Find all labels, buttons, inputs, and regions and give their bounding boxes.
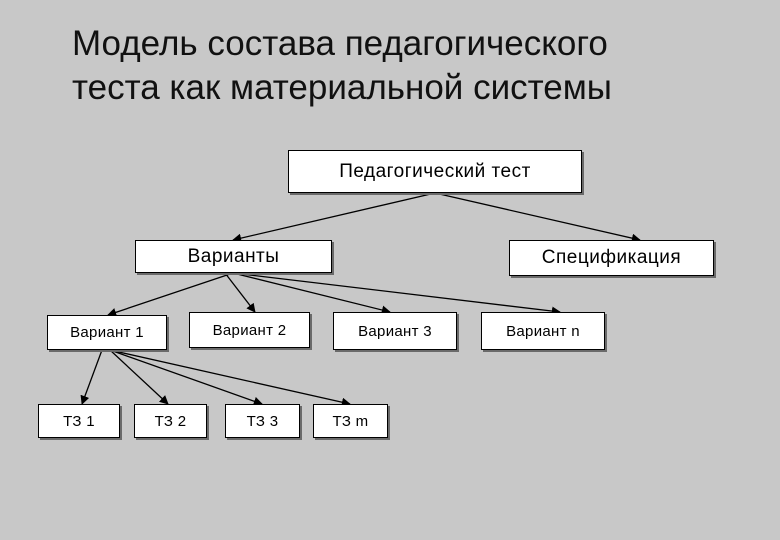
node-variant-2-label: Вариант 2 (212, 321, 287, 339)
arrow-variants-to-v1 (107, 272, 234, 317)
node-variant-3: Вариант 3 (333, 312, 457, 350)
node-task-m-label: ТЗ m (332, 412, 369, 430)
node-task-3-label: ТЗ 3 (246, 412, 279, 430)
arrow-variants-to-v2 (224, 272, 256, 313)
node-task-2: ТЗ 2 (134, 404, 207, 438)
arrow-v1-to-t2 (109, 349, 169, 405)
node-pedagogical-test-label: Педагогический тест (339, 160, 531, 182)
node-variant-2: Вариант 2 (189, 312, 310, 348)
title-line-1: Модель состава педагогического (72, 24, 608, 63)
arrow-root-to-spec (434, 192, 641, 243)
arrow-v1-to-tm (109, 349, 351, 407)
title-line-2: теста как материальной системы (72, 68, 612, 107)
node-variant-1: Вариант 1 (47, 315, 167, 350)
arrow-v1-to-t1 (80, 349, 103, 405)
node-task-1-label: ТЗ 1 (63, 412, 95, 430)
node-pedagogical-test: Педагогический тест (288, 150, 582, 193)
arrow-variants-to-v3 (232, 272, 391, 315)
node-task-2-label: ТЗ 2 (154, 412, 187, 430)
arrow-root-to-variants (232, 192, 436, 243)
node-variant-n: Вариант n (481, 312, 605, 350)
arrow-v1-to-t3 (109, 349, 263, 406)
node-task-3: ТЗ 3 (225, 404, 300, 438)
arrow-variants-to-vn (232, 272, 561, 316)
node-task-1: ТЗ 1 (38, 404, 120, 438)
node-specification: Спецификация (509, 240, 714, 276)
node-specification-label: Спецификация (541, 247, 682, 268)
node-variants-label: Варианты (187, 245, 280, 267)
diagram-title: Модель состава педагогического теста как… (72, 22, 752, 110)
node-task-m: ТЗ m (313, 404, 388, 438)
node-variant-1-label: Вариант 1 (70, 324, 144, 341)
node-variant-n-label: Вариант n (506, 322, 580, 340)
node-variants: Варианты (135, 240, 332, 273)
node-variant-3-label: Вариант 3 (358, 322, 432, 340)
